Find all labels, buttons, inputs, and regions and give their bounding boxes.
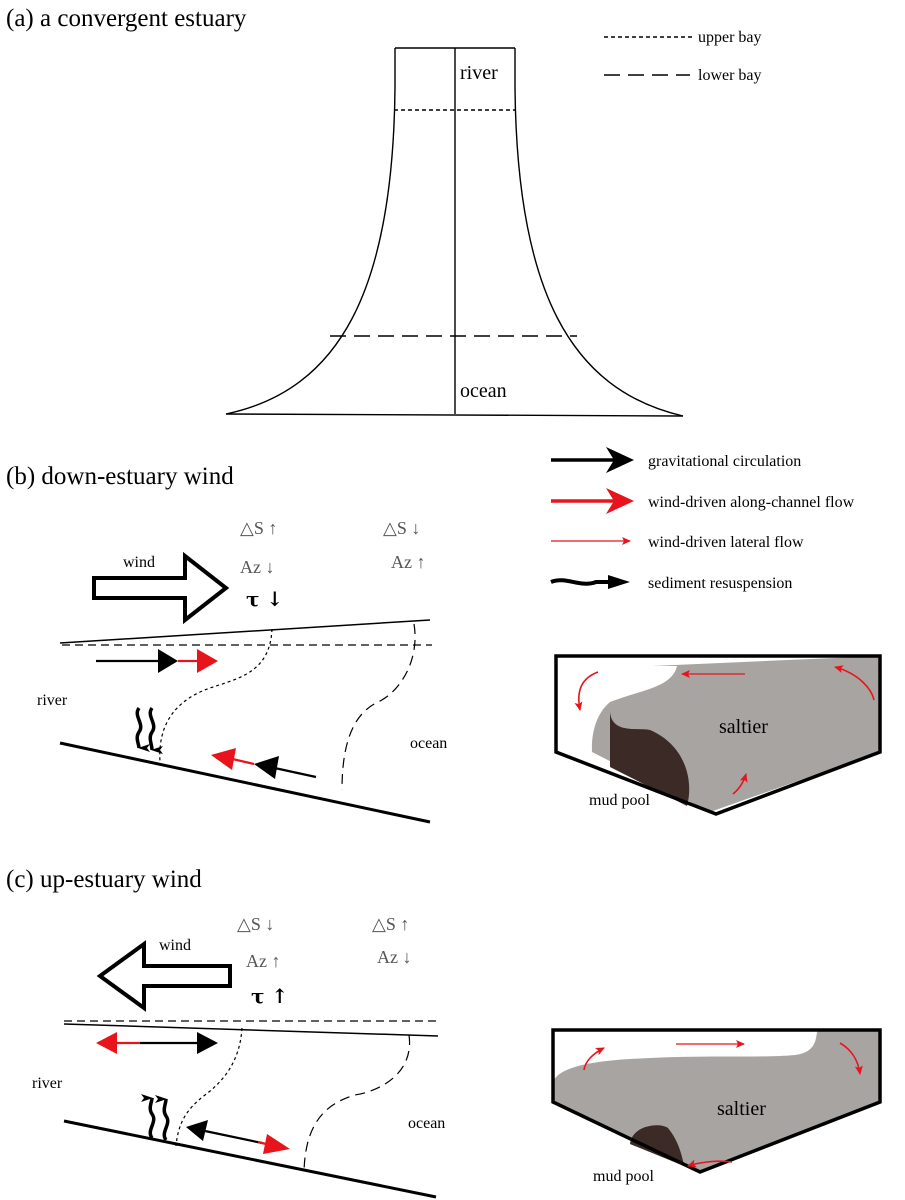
panel-b: (b) down-estuary wind △S ↑ Az ↓ τ ↓ △S ↓…	[6, 463, 882, 824]
surface-along-channel-head-c	[96, 1032, 117, 1054]
mud-pool-label-b: mud pool	[589, 792, 650, 809]
lower-az-b: Az ↑	[391, 552, 426, 572]
upper-ds-c: △S ↓	[237, 914, 274, 934]
estuary-mouth	[225, 413, 684, 417]
cross-section-b: saltier mud pool	[554, 654, 882, 816]
legend-resuspension-arrowhead	[608, 575, 630, 589]
lateral-arrow-right-c	[839, 1042, 863, 1075]
upper-az-b: Az ↓	[240, 557, 275, 577]
legend-gravitational-arrowhead	[606, 447, 634, 473]
upper-ds-b: △S ↑	[240, 518, 277, 538]
surface-gravitational-head-b	[158, 649, 178, 673]
bed-b	[59, 741, 431, 824]
legend-lateral-label: wind-driven lateral flow	[648, 534, 804, 551]
panel-a-title: (a) a convergent estuary	[6, 5, 247, 32]
lateral-arrow-left-c	[583, 1047, 605, 1071]
surface-gravitational-head-c	[197, 1032, 218, 1054]
wind-label-c: wind	[159, 937, 191, 954]
lower-az-c: Az ↓	[377, 947, 412, 967]
wind-label-b: wind	[123, 554, 155, 571]
legend-along-channel-arrowhead	[606, 488, 634, 514]
flow-legend: gravitational circulation wind-driven al…	[550, 447, 855, 592]
wind-arrow-down-estuary-icon	[92, 551, 230, 625]
upper-isohaline-c	[175, 1027, 243, 1147]
label-river-a: river	[460, 62, 498, 84]
legend-upper-bay-label: upper bay	[698, 29, 762, 46]
bay-legend: upper bay lower bay	[604, 29, 762, 84]
estuary-right-bank	[514, 48, 684, 417]
label-ocean-a: ocean	[460, 380, 507, 402]
legend-lower-bay-label: lower bay	[698, 67, 762, 84]
lateral-arrow-bottom-c	[687, 1159, 733, 1168]
bottom-gravitational-arrow-b	[269, 765, 317, 779]
lateral-arrow-bottom-b	[732, 773, 748, 795]
legend-resuspension-label: sediment resuspension	[648, 575, 792, 592]
estuary-left-bank	[225, 48, 396, 415]
water-surface-b	[59, 619, 431, 644]
lower-isohaline-b	[341, 623, 416, 791]
wind-arrow-up-estuary-icon	[96, 940, 232, 1012]
panel-b-title: (b) down-estuary wind	[6, 463, 234, 490]
lateral-arrow-left-b	[574, 671, 599, 711]
resuspension-arrow-b-1	[135, 706, 151, 752]
legend-resuspension-arrow	[550, 578, 612, 586]
mud-pool-c	[630, 1125, 684, 1166]
water-surface-c	[63, 1023, 439, 1037]
mud-pool-b	[610, 712, 690, 806]
legend-gravitational-label: gravitational circulation	[648, 453, 801, 470]
cross-section-c: saltier mud pool	[551, 1028, 882, 1185]
bottom-gravitational-head-c	[186, 1120, 208, 1141]
surface-along-channel-head-b	[197, 649, 218, 673]
label-ocean-c: ocean	[408, 1115, 445, 1132]
upper-tau-b: τ ↓	[246, 587, 283, 611]
panel-c-title: (c) up-estuary wind	[6, 866, 202, 893]
bottom-gravitational-arrow-c	[204, 1129, 263, 1145]
label-river-c: river	[32, 1075, 63, 1092]
legend-along-channel-label: wind-driven along-channel flow	[648, 494, 855, 511]
saltier-label-c: saltier	[717, 1098, 766, 1120]
estuary-planform	[225, 47, 684, 417]
mud-pool-label-c: mud pool	[593, 1168, 654, 1185]
resuspension-arrow-b-2	[148, 706, 164, 754]
resuspension-arrow-c-1	[140, 1093, 156, 1140]
upper-tau-c: τ ↑	[251, 984, 288, 1008]
bottom-along-channel-head-b	[211, 748, 236, 770]
lower-ds-b: △S ↓	[383, 518, 420, 538]
resuspension-arrow-c-2	[154, 1094, 170, 1142]
lower-isohaline-c	[303, 1034, 411, 1173]
label-river-b: river	[37, 692, 68, 709]
label-ocean-b: ocean	[410, 735, 447, 752]
cross-section-outline-b	[554, 654, 882, 816]
lateral-arrow-right-b	[834, 665, 875, 701]
cross-section-outline-c	[551, 1028, 882, 1174]
panel-a: (a) a convergent estuary river ocean upp…	[6, 5, 762, 417]
upper-isohaline-b	[159, 628, 273, 763]
bed-c	[63, 1119, 437, 1199]
saltier-label-b: saltier	[719, 716, 768, 738]
panel-c: (c) up-estuary wind △S ↓ Az ↑ τ ↑ △S ↑ A…	[6, 866, 882, 1199]
bottom-gravitational-head-b	[254, 756, 279, 779]
bottom-along-channel-head-c	[263, 1134, 290, 1154]
lower-ds-c: △S ↑	[372, 914, 409, 934]
upper-az-c: Az ↑	[246, 951, 281, 971]
